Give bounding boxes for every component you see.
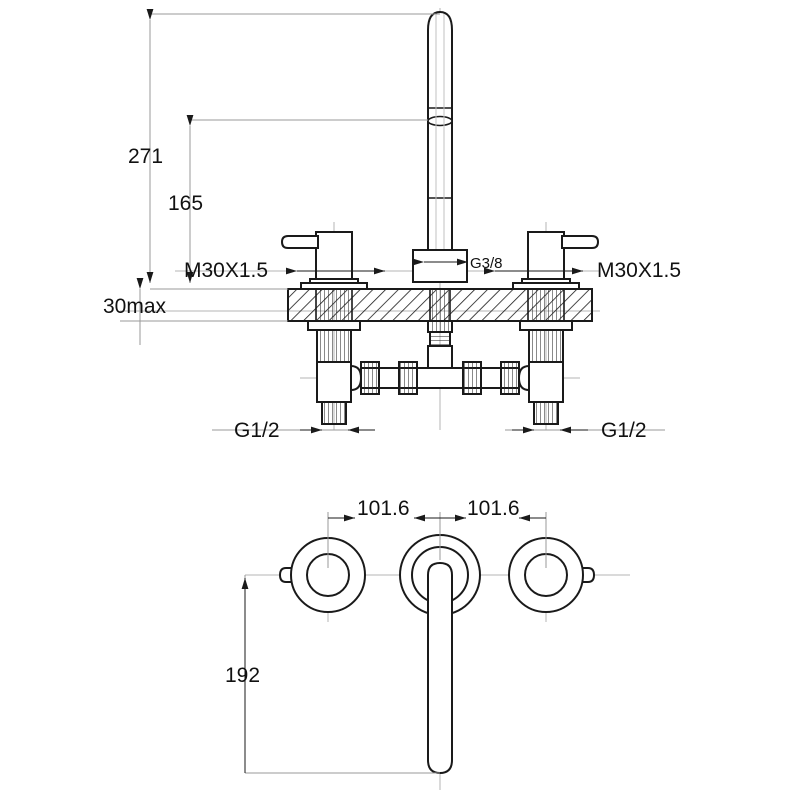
union-nut-1: [360, 361, 380, 395]
right-valve-thread-section: [528, 329, 564, 363]
right-shank-in-deck: [527, 288, 565, 322]
spout-tube: [427, 10, 453, 251]
plan-right-handle: [508, 537, 596, 613]
plan-spout-body: [427, 561, 453, 775]
plan-left-handle: [278, 537, 366, 613]
dim-label-165: 165: [168, 192, 203, 215]
connector-bar-assembly: [350, 361, 530, 395]
left-handle-lever: [280, 235, 319, 249]
dim-label-30max: 30max: [103, 295, 167, 318]
plan-view-group: 101.6 101.6 192: [225, 497, 630, 790]
elevation-view-group: 271 165 30max M30X1.5 M30X1.5 G3/8 G1/2 …: [103, 8, 681, 442]
dim-label-271: 271: [128, 145, 163, 168]
thread-label-g12-right: G1/2: [601, 419, 647, 442]
left-valve-body: [316, 329, 352, 425]
spout-base-collar: [412, 249, 468, 283]
spout-riser-thread: [429, 331, 451, 347]
right-fixing-nut: [519, 320, 573, 331]
plan-spout-assembly: [399, 534, 481, 775]
right-handle-lever: [561, 235, 600, 249]
dim-label-101-left: 101.6: [357, 497, 410, 520]
left-handle-body: [315, 231, 353, 281]
left-valve-thread-section: [316, 329, 352, 363]
right-handle-assembly: [512, 231, 600, 290]
right-valve-body: [528, 329, 564, 425]
thread-label-m30-left: M30X1.5: [184, 259, 268, 282]
thread-label-g38: G3/8: [470, 255, 503, 272]
right-inlet-tail: [533, 401, 559, 425]
spout-fixing-nut: [427, 320, 453, 333]
plan-dimension-lines: [244, 512, 547, 774]
elevation-dimension-lines: [120, 9, 440, 345]
left-handle-assembly: [280, 231, 368, 290]
spout-shank-in-deck: [429, 288, 451, 322]
left-connector-elbow: [350, 364, 363, 392]
left-fixing-nut: [307, 320, 361, 331]
right-connector-elbow: [517, 364, 530, 392]
union-nut-2: [398, 361, 418, 395]
connector-tube: [360, 367, 520, 389]
spout-assembly: [412, 10, 468, 283]
left-inlet-tail: [321, 401, 347, 425]
dim-label-192: 192: [225, 664, 260, 687]
plan-dimension-arrows: [241, 514, 546, 773]
union-nut-4: [500, 361, 520, 395]
right-handle-body: [527, 231, 565, 281]
right-valve-lower-body: [528, 361, 564, 403]
thread-label-g12-left: G1/2: [234, 419, 280, 442]
mounting-deck-section: [287, 288, 593, 322]
spout-swivel-ring: [427, 115, 453, 127]
left-valve-lower-body: [316, 361, 352, 403]
union-nut-3: [462, 361, 482, 395]
dim-label-101-right: 101.6: [467, 497, 520, 520]
left-shank-in-deck: [315, 288, 353, 322]
thread-label-m30-right: M30X1.5: [597, 259, 681, 282]
